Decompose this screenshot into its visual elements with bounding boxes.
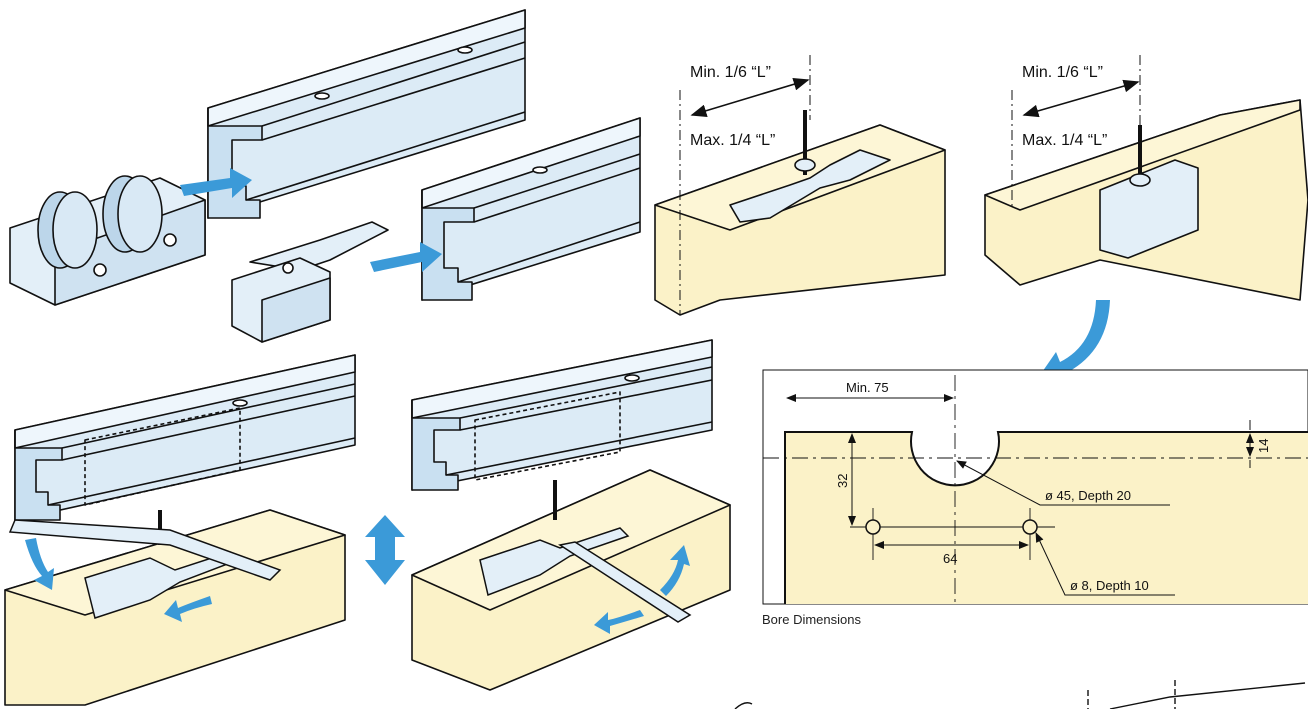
curved-arrow-icon bbox=[1038, 300, 1110, 382]
dim-14-label: 14 bbox=[1256, 439, 1271, 453]
door-block-left bbox=[654, 55, 946, 316]
door-panel-mid bbox=[411, 469, 731, 691]
max-label-right: Max. 1/4 “L” bbox=[1022, 132, 1107, 149]
up-down-arrow-icon bbox=[365, 515, 405, 585]
partial-sketch-bottom bbox=[734, 680, 1306, 709]
dim-32-label: 32 bbox=[835, 474, 850, 488]
rail-mid-left bbox=[14, 354, 356, 545]
adjust-arrow-icon bbox=[594, 545, 690, 634]
insert-arrow-icon bbox=[370, 242, 442, 272]
min-75-label: Min. 75 bbox=[846, 380, 889, 395]
end-stop bbox=[231, 221, 389, 343]
mount-plate-left bbox=[8, 519, 282, 619]
max-label-left: Max. 1/4 “L” bbox=[690, 132, 775, 149]
bore-drawing bbox=[762, 369, 1308, 605]
trolley-carriage bbox=[9, 175, 206, 306]
door-block-right bbox=[984, 55, 1308, 301]
bore-dimensions-caption: Bore Dimensions bbox=[762, 612, 861, 627]
large-hole-label: ø 45, Depth 20 bbox=[1045, 488, 1131, 503]
mount-plate-mid bbox=[479, 527, 692, 623]
rail-mid-right bbox=[411, 339, 713, 520]
min-label-left: Min. 1/6 “L” bbox=[690, 64, 771, 81]
adjust-arrow-icon bbox=[25, 538, 212, 622]
insert-arrow-icon bbox=[180, 168, 252, 198]
min-label-right: Min. 1/6 “L” bbox=[1022, 64, 1103, 81]
small-hole-label: ø 8, Depth 10 bbox=[1070, 578, 1149, 593]
rail-top-upper bbox=[207, 9, 526, 219]
dim-64-label: 64 bbox=[943, 551, 957, 566]
rail-top-lower bbox=[421, 117, 641, 301]
